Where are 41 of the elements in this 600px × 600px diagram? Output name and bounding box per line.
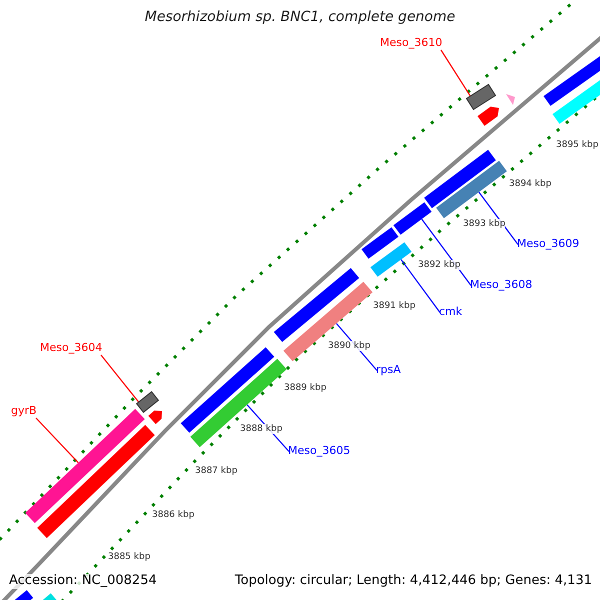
leader-line — [440, 50, 471, 96]
gene-label: Meso_3609 — [517, 238, 580, 251]
gene-bar — [544, 55, 600, 106]
accession-text: Accession: NC_008254 — [9, 574, 157, 589]
map-title: Mesorhizobium sp. BNC1, complete genome — [144, 9, 456, 26]
gene-bar — [362, 227, 398, 259]
gene-bar — [552, 79, 600, 124]
gene-box — [466, 84, 496, 110]
tick-label: 3885 kbp — [108, 552, 150, 562]
gene-label: Meso_3610 — [380, 37, 442, 50]
gene-bar — [424, 150, 496, 208]
tick-label: 3889 kbp — [284, 383, 326, 394]
gene-bar — [393, 202, 432, 235]
tick-label: 3891 kbp — [373, 301, 416, 312]
tick-label: 3895 kbp — [556, 140, 598, 150]
gene-feature — [506, 94, 515, 105]
tick-label: 3886 kbp — [152, 510, 194, 520]
tick-label: 3892 kbp — [418, 260, 460, 270]
leader-line — [478, 192, 518, 245]
gene-bar — [436, 160, 507, 218]
gene-bar — [370, 242, 412, 277]
gene-bar — [274, 268, 360, 342]
gene-feature — [478, 106, 499, 126]
genome-info-text: Topology: circular; Length: 4,412,446 bp; Genes: 4,131 — [234, 574, 592, 589]
leader-line — [36, 418, 79, 464]
gene-label: Meso_3604 — [40, 342, 102, 355]
leader-line — [100, 354, 140, 402]
tick-label: 3888 kbp — [240, 424, 282, 434]
gene-label: gyrB — [11, 405, 37, 418]
tick-label: 3893 kbp — [463, 219, 506, 230]
gene-box — [136, 391, 160, 413]
tick-label: 3887 kbp — [195, 466, 238, 476]
gene-feature — [148, 410, 162, 424]
gene-label: Meso_3605 — [288, 445, 350, 458]
gene-label: cmk — [439, 306, 462, 319]
gene-label: Meso_3608 — [470, 279, 532, 292]
gene-bar — [283, 282, 373, 362]
gene-label: rpsA — [376, 364, 401, 377]
leader-line — [400, 259, 440, 313]
tick-label: 3890 kbp — [328, 341, 370, 352]
tick-label: 3894 kbp — [509, 179, 552, 190]
